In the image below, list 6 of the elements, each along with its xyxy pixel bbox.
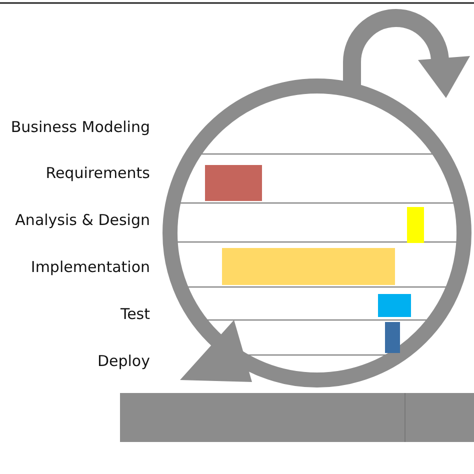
discipline-label: Business Modeling: [10, 118, 150, 136]
discipline-label: Implementation: [30, 258, 150, 276]
discipline-label: Requirements: [46, 164, 150, 182]
discipline-label: Test: [120, 305, 150, 323]
discipline-label: Deploy: [97, 352, 150, 370]
discipline-label: Analysis & Design: [15, 211, 150, 229]
